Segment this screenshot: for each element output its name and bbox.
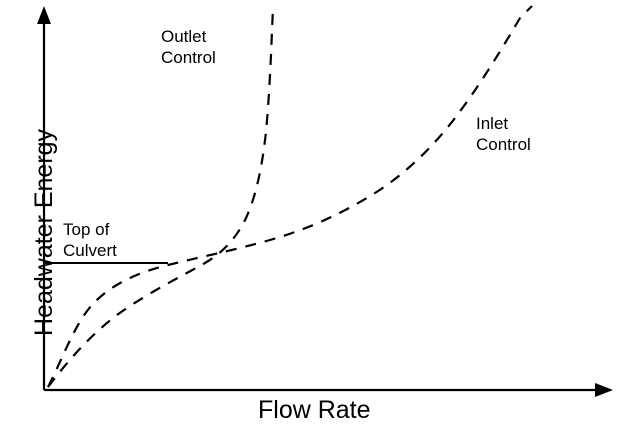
annotation-outlet-control-line2: Control <box>161 48 216 67</box>
outlet-control-curve <box>47 7 275 388</box>
annotation-inlet-control-line2: Control <box>476 135 531 154</box>
annotation-top-of-culvert-line2: Culvert <box>63 241 117 260</box>
x-axis-title: Flow Rate <box>258 396 371 425</box>
annotation-outlet-control-line1: Outlet <box>161 27 207 46</box>
x-axis <box>44 383 613 397</box>
annotation-outlet-control: Outlet Control <box>161 26 216 68</box>
annotation-inlet-control: Inlet Control <box>476 113 531 155</box>
y-axis-title-text: Headwater Energy <box>30 128 58 336</box>
inlet-control-curve <box>47 5 533 388</box>
y-axis <box>37 6 51 390</box>
annotation-top-of-culvert: Top of Culvert <box>63 219 117 261</box>
annotation-inlet-control-line1: Inlet <box>476 114 509 133</box>
y-axis-title: Headwater Energy <box>4 40 58 340</box>
x-axis-title-text: Flow Rate <box>258 396 371 424</box>
annotation-top-of-culvert-line1: Top of <box>63 220 110 239</box>
